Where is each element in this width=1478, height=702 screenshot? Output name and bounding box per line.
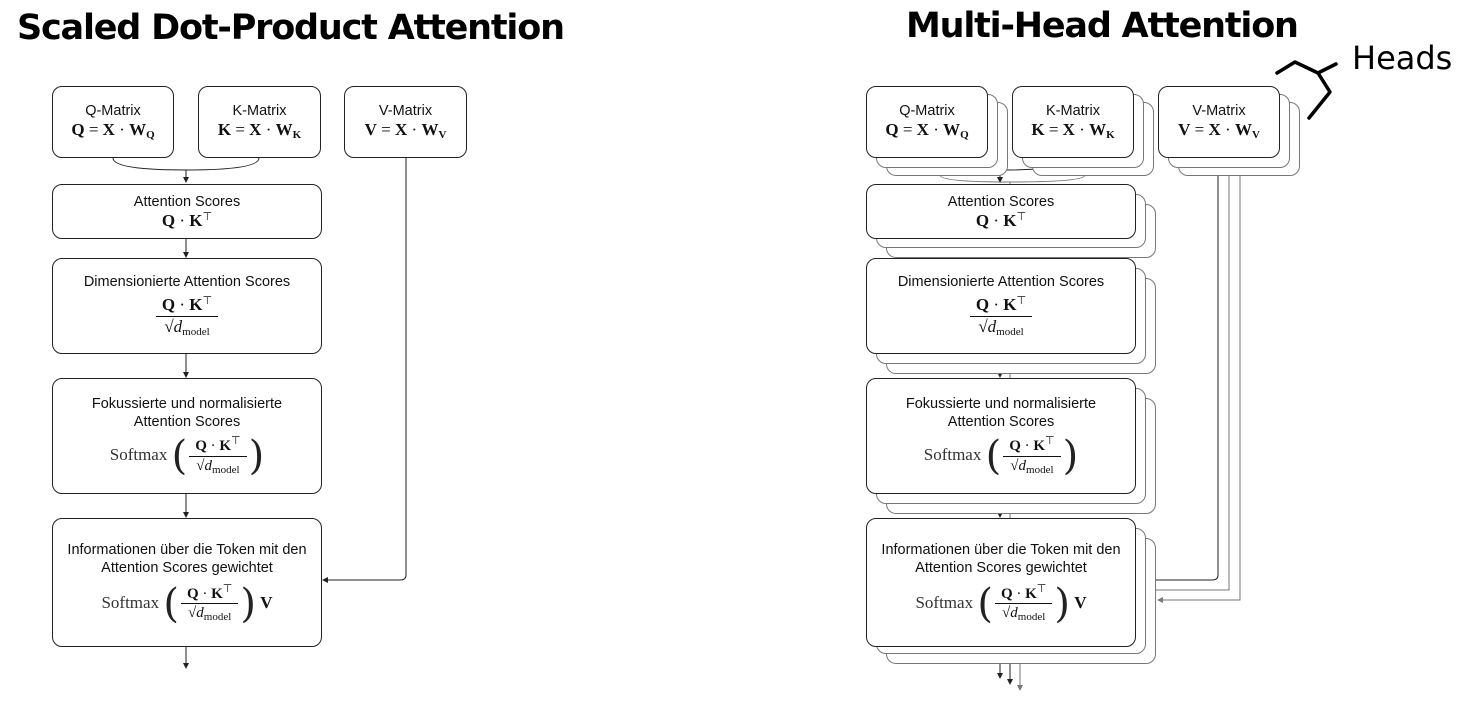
scaled-scores-formula-mh: Q · K⊤√dmodel xyxy=(968,295,1034,339)
attention-scores-label: Attention Scores xyxy=(133,193,241,210)
v-matrix-label-mh: V-Matrix xyxy=(1192,103,1246,120)
v-matrix-box-mh: V-Matrix V = X · WV xyxy=(1158,86,1280,158)
weighted-info-label-1-mh: Informationen über die Token mit den xyxy=(881,541,1121,558)
focused-scores-label-2-mh: Attention Scores xyxy=(947,414,1055,431)
attention-scores-box: Attention Scores Q · K⊤ xyxy=(52,184,322,239)
heads-label: Heads xyxy=(1352,39,1453,77)
weighted-info-formula: Softmax (Q · K⊤√dmodel) V xyxy=(101,580,273,627)
scaled-scores-label-mh: Dimensionierte Attention Scores xyxy=(897,274,1105,291)
weighted-info-label-2: Attention Scores gewichtet xyxy=(101,559,273,576)
left-title: Scaled Dot-Product Attention xyxy=(17,8,565,48)
attention-scores-formula: Q · K⊤ xyxy=(161,210,213,230)
q-formula-mh: Q = X · WQ xyxy=(885,120,969,142)
q-matrix-label-mh: Q-Matrix xyxy=(899,103,955,120)
scaled-scores-box-mh: Dimensionierte Attention Scores Q · K⊤√d… xyxy=(866,258,1136,354)
scaled-scores-box: Dimensionierte Attention Scores Q · K⊤√d… xyxy=(52,258,322,354)
heads-brace-icon xyxy=(1275,60,1338,120)
focused-scores-label-1: Fokussierte und normalisierte xyxy=(91,396,283,413)
focused-scores-label-2: Attention Scores xyxy=(133,414,241,431)
v-formula: V = X · WV xyxy=(364,120,447,142)
focused-scores-box: Fokussierte und normalisierte Attention … xyxy=(52,378,322,494)
weighted-info-box: Informationen über die Token mit den Att… xyxy=(52,518,322,647)
focused-scores-formula-mh: Softmax (Q · K⊤√dmodel) xyxy=(923,433,1079,479)
k-formula-mh: K = X · WK xyxy=(1031,120,1115,142)
weighted-info-box-mh: Informationen über die Token mit den Att… xyxy=(866,518,1136,647)
attention-scores-label-mh: Attention Scores xyxy=(947,193,1055,210)
v-matrix-box: V-Matrix V = X · WV xyxy=(344,86,467,158)
k-matrix-box: K-Matrix K = X · WK xyxy=(198,86,321,158)
v-formula-mh: V = X · WV xyxy=(1178,120,1260,142)
q-formula: Q = X · WQ xyxy=(71,120,155,142)
focused-scores-box-mh: Fokussierte und normalisierte Attention … xyxy=(866,378,1136,494)
q-matrix-box-mh: Q-Matrix Q = X · WQ xyxy=(866,86,988,158)
q-matrix-label: Q-Matrix xyxy=(85,103,141,120)
weighted-info-label-2-mh: Attention Scores gewichtet xyxy=(915,559,1087,576)
attention-scores-box-mh: Attention Scores Q · K⊤ xyxy=(866,184,1136,239)
k-formula: K = X · WK xyxy=(217,120,302,142)
right-title: Multi-Head Attention xyxy=(906,6,1299,46)
focused-scores-label-1-mh: Fokussierte und normalisierte xyxy=(905,396,1097,413)
focused-scores-formula: Softmax (Q · K⊤√dmodel) xyxy=(109,433,265,479)
weighted-info-label-1: Informationen über die Token mit den xyxy=(67,541,307,558)
k-matrix-box-mh: K-Matrix K = X · WK xyxy=(1012,86,1134,158)
attention-scores-formula-mh: Q · K⊤ xyxy=(975,210,1027,230)
v-matrix-label: V-Matrix xyxy=(378,103,433,120)
scaled-scores-label: Dimensionierte Attention Scores xyxy=(83,274,291,291)
k-matrix-label-mh: K-Matrix xyxy=(1046,103,1100,120)
scaled-scores-formula: Q · K⊤√dmodel xyxy=(154,295,220,339)
q-matrix-box: Q-Matrix Q = X · WQ xyxy=(52,86,174,158)
weighted-info-formula-mh: Softmax (Q · K⊤√dmodel) V xyxy=(915,580,1087,627)
k-matrix-label: K-Matrix xyxy=(232,103,287,120)
